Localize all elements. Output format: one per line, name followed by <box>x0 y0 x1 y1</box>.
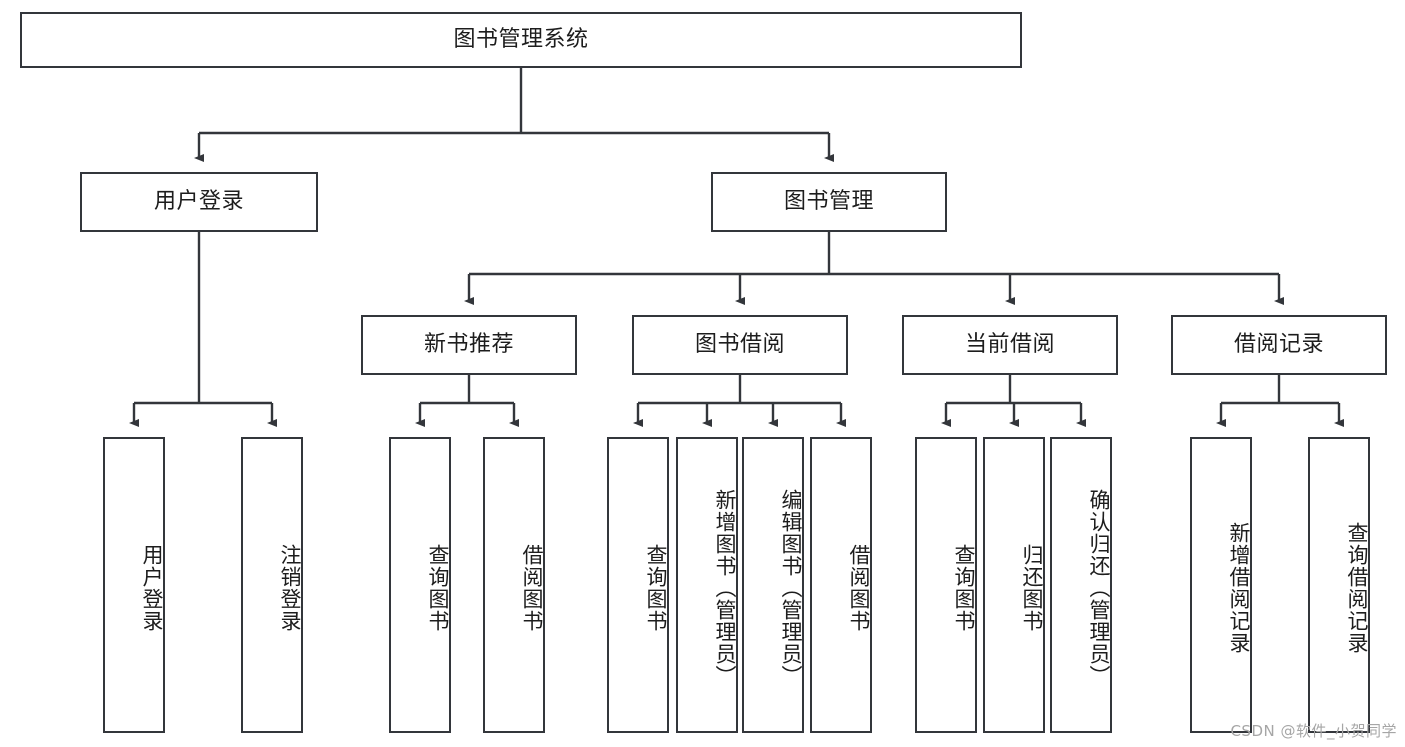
node-label: 编辑图书（管理员） <box>779 489 803 687</box>
node-label: 确认归还（管理员） <box>1087 489 1111 687</box>
leaf-borrow-book-newbook[interactable]: 借阅图书 <box>483 437 545 733</box>
leaf-add-book-admin[interactable]: 新增图书（管理员） <box>676 437 738 733</box>
node-label: 注销登录 <box>278 544 302 632</box>
leaf-user-login[interactable]: 用户登录 <box>103 437 165 733</box>
node-label: 查询图书 <box>952 544 976 632</box>
leaf-query-book-newbook[interactable]: 查询图书 <box>389 437 451 733</box>
leaf-borrow-book[interactable]: 借阅图书 <box>810 437 872 733</box>
node-label: 用户登录 <box>153 188 244 214</box>
leaf-add-borrow-record[interactable]: 新增借阅记录 <box>1190 437 1252 733</box>
node-label: 新书推荐 <box>423 331 514 357</box>
leaf-edit-book-admin[interactable]: 编辑图书（管理员） <box>742 437 804 733</box>
node-label: 借阅图书 <box>520 544 544 632</box>
watermark-text: CSDN @软件_小贺同学 <box>1230 722 1397 740</box>
node-label: 当前借阅 <box>964 331 1055 357</box>
node-label: 归还图书 <box>1020 544 1044 632</box>
node-current-borrow[interactable]: 当前借阅 <box>902 315 1118 375</box>
leaf-logout[interactable]: 注销登录 <box>241 437 303 733</box>
node-borrow-record[interactable]: 借阅记录 <box>1171 315 1387 375</box>
node-root-system[interactable]: 图书管理系统 <box>20 12 1022 68</box>
node-label: 新增借阅记录 <box>1227 522 1251 654</box>
leaf-query-borrow-record[interactable]: 查询借阅记录 <box>1308 437 1370 733</box>
node-label: 图书管理系统 <box>453 26 589 52</box>
leaf-confirm-return-admin[interactable]: 确认归还（管理员） <box>1050 437 1112 733</box>
leaf-query-book-borrow[interactable]: 查询图书 <box>607 437 669 733</box>
node-label: 借阅图书 <box>847 544 871 632</box>
leaf-return-book[interactable]: 归还图书 <box>983 437 1045 733</box>
node-label: 图书管理 <box>783 188 874 214</box>
node-book-manage[interactable]: 图书管理 <box>711 172 947 232</box>
node-user-login[interactable]: 用户登录 <box>80 172 318 232</box>
leaf-query-book-current[interactable]: 查询图书 <box>915 437 977 733</box>
node-label: 查询图书 <box>426 544 450 632</box>
node-label: 图书借阅 <box>694 331 785 357</box>
node-book-borrow[interactable]: 图书借阅 <box>632 315 848 375</box>
node-label: 查询借阅记录 <box>1345 522 1369 654</box>
node-label: 查询图书 <box>644 544 668 632</box>
node-label: 借阅记录 <box>1233 331 1324 357</box>
node-label: 用户登录 <box>140 544 164 632</box>
node-label: 新增图书（管理员） <box>713 489 737 687</box>
node-new-book-recommend[interactable]: 新书推荐 <box>361 315 577 375</box>
